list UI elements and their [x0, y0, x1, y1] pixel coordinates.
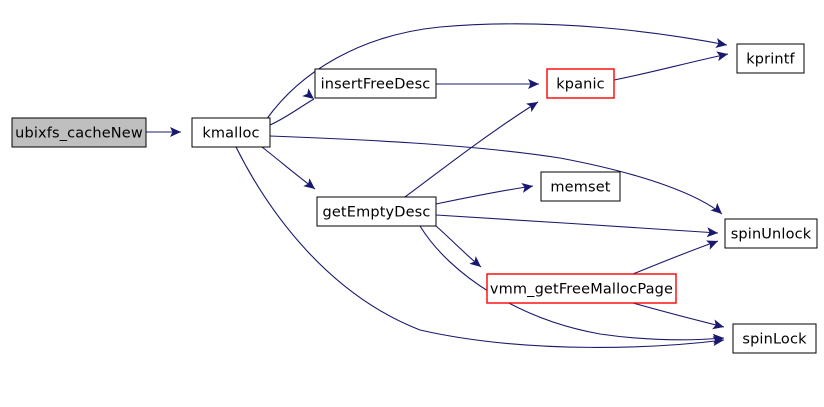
node-box-getEmptyDesc[interactable] — [316, 196, 437, 227]
node-box-spinUnlock[interactable] — [724, 218, 818, 249]
arrowhead-shape — [526, 102, 538, 113]
edge-getEmptyDesc-to-kpanic — [404, 101, 539, 198]
arrowhead — [712, 333, 724, 344]
arrowhead — [715, 38, 727, 49]
edge-kpanic-to-kprintf — [613, 53, 729, 81]
node-box-insertFreeDesc[interactable] — [314, 68, 437, 99]
arrowhead — [710, 202, 722, 214]
arrowhead — [705, 240, 718, 250]
node-label-memset: memset — [550, 180, 610, 196]
arrowhead-shape — [705, 240, 718, 250]
node-spinUnlock[interactable]: spinUnlock — [724, 218, 818, 249]
arrowhead — [170, 127, 181, 137]
arrowhead — [712, 319, 724, 330]
node-label-insertFreeDesc: insertFreeDesc — [321, 77, 431, 93]
arrowhead-shape — [716, 51, 728, 62]
edge-vmm_getFreeMallocPage-to-spinUnlock — [632, 240, 719, 275]
edge-kmalloc-to-spinLock — [235, 146, 725, 348]
node-label-spinUnlock: spinUnlock — [731, 227, 812, 243]
arrowhead — [302, 88, 314, 99]
edge-kmalloc-to-getEmptyDesc — [261, 146, 316, 190]
node-label-getEmptyDesc: getEmptyDesc — [323, 205, 431, 221]
arrowhead — [528, 79, 539, 89]
node-insertFreeDesc[interactable]: insertFreeDesc — [314, 68, 437, 99]
node-label-kmalloc: kmalloc — [202, 126, 259, 142]
node-ubixfs_cacheNew[interactable]: ubixfs_cacheNew — [11, 117, 147, 148]
node-label-spinLock: spinLock — [742, 332, 807, 348]
node-label-vmm_getFreeMallocPage: vmm_getFreeMallocPage — [490, 282, 673, 298]
node-getEmptyDesc[interactable]: getEmptyDesc — [316, 196, 437, 227]
arrowhead-shape — [521, 182, 533, 193]
node-vmm_getFreeMallocPage[interactable]: vmm_getFreeMallocPage — [486, 273, 677, 304]
arrowhead-shape — [712, 319, 724, 330]
node-box-kpanic[interactable] — [546, 68, 615, 99]
node-kprintf[interactable]: kprintf — [736, 43, 805, 74]
node-memset[interactable]: memset — [540, 171, 621, 202]
arrowheads-layer — [170, 38, 728, 347]
arrowhead — [469, 256, 481, 267]
node-box-spinLock[interactable] — [732, 323, 817, 354]
node-box-kprintf[interactable] — [736, 43, 805, 74]
edge-getEmptyDesc-to-spinLock — [419, 225, 725, 341]
edge-getEmptyDesc-to-spinUnlock — [435, 214, 719, 234]
node-spinLock[interactable]: spinLock — [732, 323, 817, 354]
node-box-kmalloc[interactable] — [191, 117, 271, 148]
arrowhead-shape — [712, 336, 724, 347]
arrowhead-shape — [715, 38, 727, 49]
arrowhead — [303, 178, 315, 189]
arrowhead-shape — [710, 202, 722, 214]
edge-getEmptyDesc-to-memset — [435, 185, 534, 205]
arrowhead-shape — [170, 127, 181, 137]
arrowhead-shape — [528, 79, 539, 89]
edge-kmalloc-to-insertFreeDesc — [269, 98, 315, 126]
edge-kmalloc-to-kprintf — [265, 23, 728, 121]
node-label-kpanic: kpanic — [556, 77, 605, 93]
node-label-kprintf: kprintf — [746, 52, 795, 68]
node-box-vmm_getFreeMallocPage[interactable] — [486, 273, 677, 304]
node-label-ubixfs_cacheNew: ubixfs_cacheNew — [15, 126, 143, 142]
arrowhead — [706, 227, 718, 238]
arrowhead — [712, 336, 724, 347]
arrowhead — [526, 102, 538, 113]
arrowhead-shape — [302, 88, 314, 99]
arrowhead-shape — [303, 178, 315, 189]
node-kmalloc[interactable]: kmalloc — [191, 117, 271, 148]
edge-kmalloc-to-spinUnlock — [269, 135, 723, 215]
nodes-layer: ubixfs_cacheNew kmalloc insertFreeDesc kpan… — [11, 43, 818, 354]
node-kpanic[interactable]: kpanic — [546, 68, 615, 99]
arrowhead — [716, 51, 728, 62]
arrowhead-shape — [712, 333, 724, 344]
arrowhead-shape — [706, 227, 718, 238]
node-box-memset[interactable] — [540, 171, 621, 202]
arrowhead — [521, 182, 533, 193]
arrowhead-shape — [469, 256, 481, 267]
node-box-ubixfs_cacheNew[interactable] — [11, 117, 147, 148]
edge-getEmptyDesc-to-vmm_getFreeMallocPage — [435, 225, 482, 268]
edge-vmm_getFreeMallocPage-to-spinLock — [632, 302, 725, 328]
